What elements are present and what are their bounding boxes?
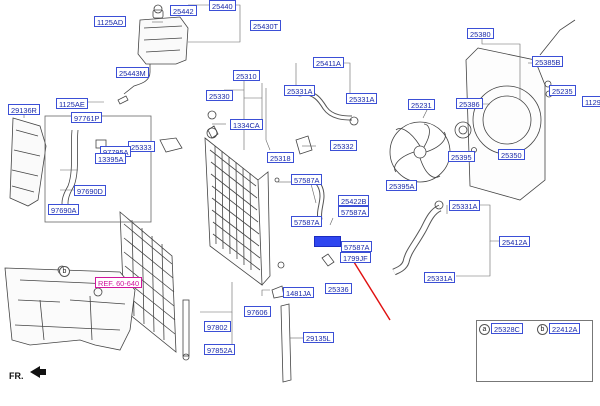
part-callout-25350[interactable]: 25350 [498,149,525,160]
part-callout-25422B[interactable]: 25422B [338,195,370,206]
legend-part-a[interactable]: 25328C [491,323,523,334]
part-callout-13395A[interactable]: 13395A [95,153,127,164]
part-callout-25331A-upper-left[interactable]: 25331A [284,85,316,96]
part-callout-25440[interactable]: 25440 [209,0,236,11]
part-callout-97606[interactable]: 97606 [244,306,271,317]
callout-circle-b: b [59,266,70,277]
part-callout-25310[interactable]: 25310 [233,70,260,81]
part-callout-97852A[interactable]: 97852A [204,344,236,355]
part-callout-25331A-fan-side[interactable]: 25331A [449,200,481,211]
part-callout-97690A[interactable]: 97690A [48,204,80,215]
part-callout-1334CA[interactable]: 1334CA [230,119,263,130]
legend-part-b[interactable]: 22412A [549,323,581,334]
reference-link[interactable]: REF. 60-640 [95,277,143,288]
part-callout-57587A-lower[interactable]: 57587A [341,241,373,252]
part-callout-1129E[interactable]: 1129E [582,96,600,107]
part-callout-25430T[interactable]: 25430T [250,20,282,31]
legend-circle-a: a [479,324,490,335]
part-callout-25380[interactable]: 25380 [467,28,494,39]
part-callout-25421-highlighted[interactable]: 25421 [314,236,341,247]
part-callout-1799JF[interactable]: 1799JF [340,252,371,263]
part-callout-25231[interactable]: 25231 [408,99,435,110]
side-air-guard [9,117,47,207]
part-callout-25333[interactable]: 25333 [128,141,155,152]
part-callout-25330[interactable]: 25330 [206,90,233,101]
part-callout-25412A[interactable]: 25412A [499,236,531,247]
coolant-reservoir [117,4,189,105]
part-callout-25395A[interactable]: 25395A [386,180,418,191]
part-callout-25336[interactable]: 25336 [325,283,352,294]
part-callout-25331A-lower[interactable]: 25331A [424,272,456,283]
part-callout-29135L[interactable]: 29135L [303,332,334,343]
part-callout-25395[interactable]: 25395 [448,151,475,162]
part-callout-1481JA[interactable]: 1481JA [283,287,315,298]
fan-shroud [465,19,576,201]
part-callout-25318[interactable]: 25318 [267,152,294,163]
part-callout-25442[interactable]: 25442 [170,5,197,16]
lower-radiator-hose [392,200,444,276]
part-callout-25331A-upper-right[interactable]: 25331A [346,93,378,104]
radiator [204,125,271,286]
part-callout-57587A-right[interactable]: 57587A [338,206,370,217]
part-callout-57587A-top[interactable]: 57587A [291,174,323,185]
part-callout-25385B[interactable]: 25385B [532,56,564,67]
part-callout-57587A-mid[interactable]: 57587A [291,216,323,227]
part-callout-29136R[interactable]: 29136R [8,104,40,115]
part-callout-25235[interactable]: 25235 [549,85,576,96]
part-callout-25332[interactable]: 25332 [330,140,357,151]
part-callout-25443M[interactable]: 25443M [116,67,149,78]
part-callout-25386[interactable]: 25386 [456,98,483,109]
front-direction-label: FR. [9,371,24,381]
part-callout-25411A[interactable]: 25411A [313,57,344,68]
legend-circle-b: b [537,324,548,335]
part-callout-97690D[interactable]: 97690D [74,185,106,196]
part-callout-97761P[interactable]: 97761P [71,112,103,123]
part-callout-97802[interactable]: 97802 [204,321,231,332]
part-callout-1125AE[interactable]: 1125AE [56,98,88,109]
front-direction-arrow [30,366,46,378]
part-callout-1125AD[interactable]: 1125AD [94,16,127,27]
